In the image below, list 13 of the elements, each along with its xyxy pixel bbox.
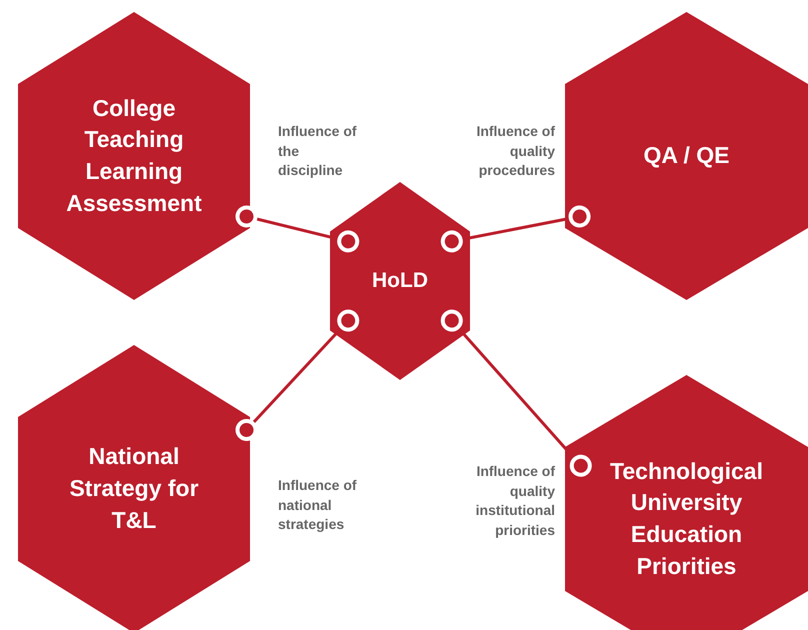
node-text: QA / QE	[642, 141, 731, 170]
edge-label: Influence of the discipline	[278, 122, 358, 180]
connector-line	[440, 310, 592, 477]
connector-line	[236, 310, 360, 441]
edge-label: Influence of quality institutional priorities	[474, 462, 555, 540]
node-text: Technological University Education Priorities	[609, 456, 764, 581]
node-text: College Teaching Learning Assessment	[65, 94, 203, 218]
node-text: HoLD	[371, 268, 429, 294]
connector-line	[236, 205, 360, 252]
edge-label: Influence of quality procedures	[475, 122, 555, 180]
edge-label: Influence of national strategies	[278, 476, 358, 534]
node-text: National Strategy for T&L	[68, 442, 200, 535]
connector-line	[440, 206, 591, 252]
